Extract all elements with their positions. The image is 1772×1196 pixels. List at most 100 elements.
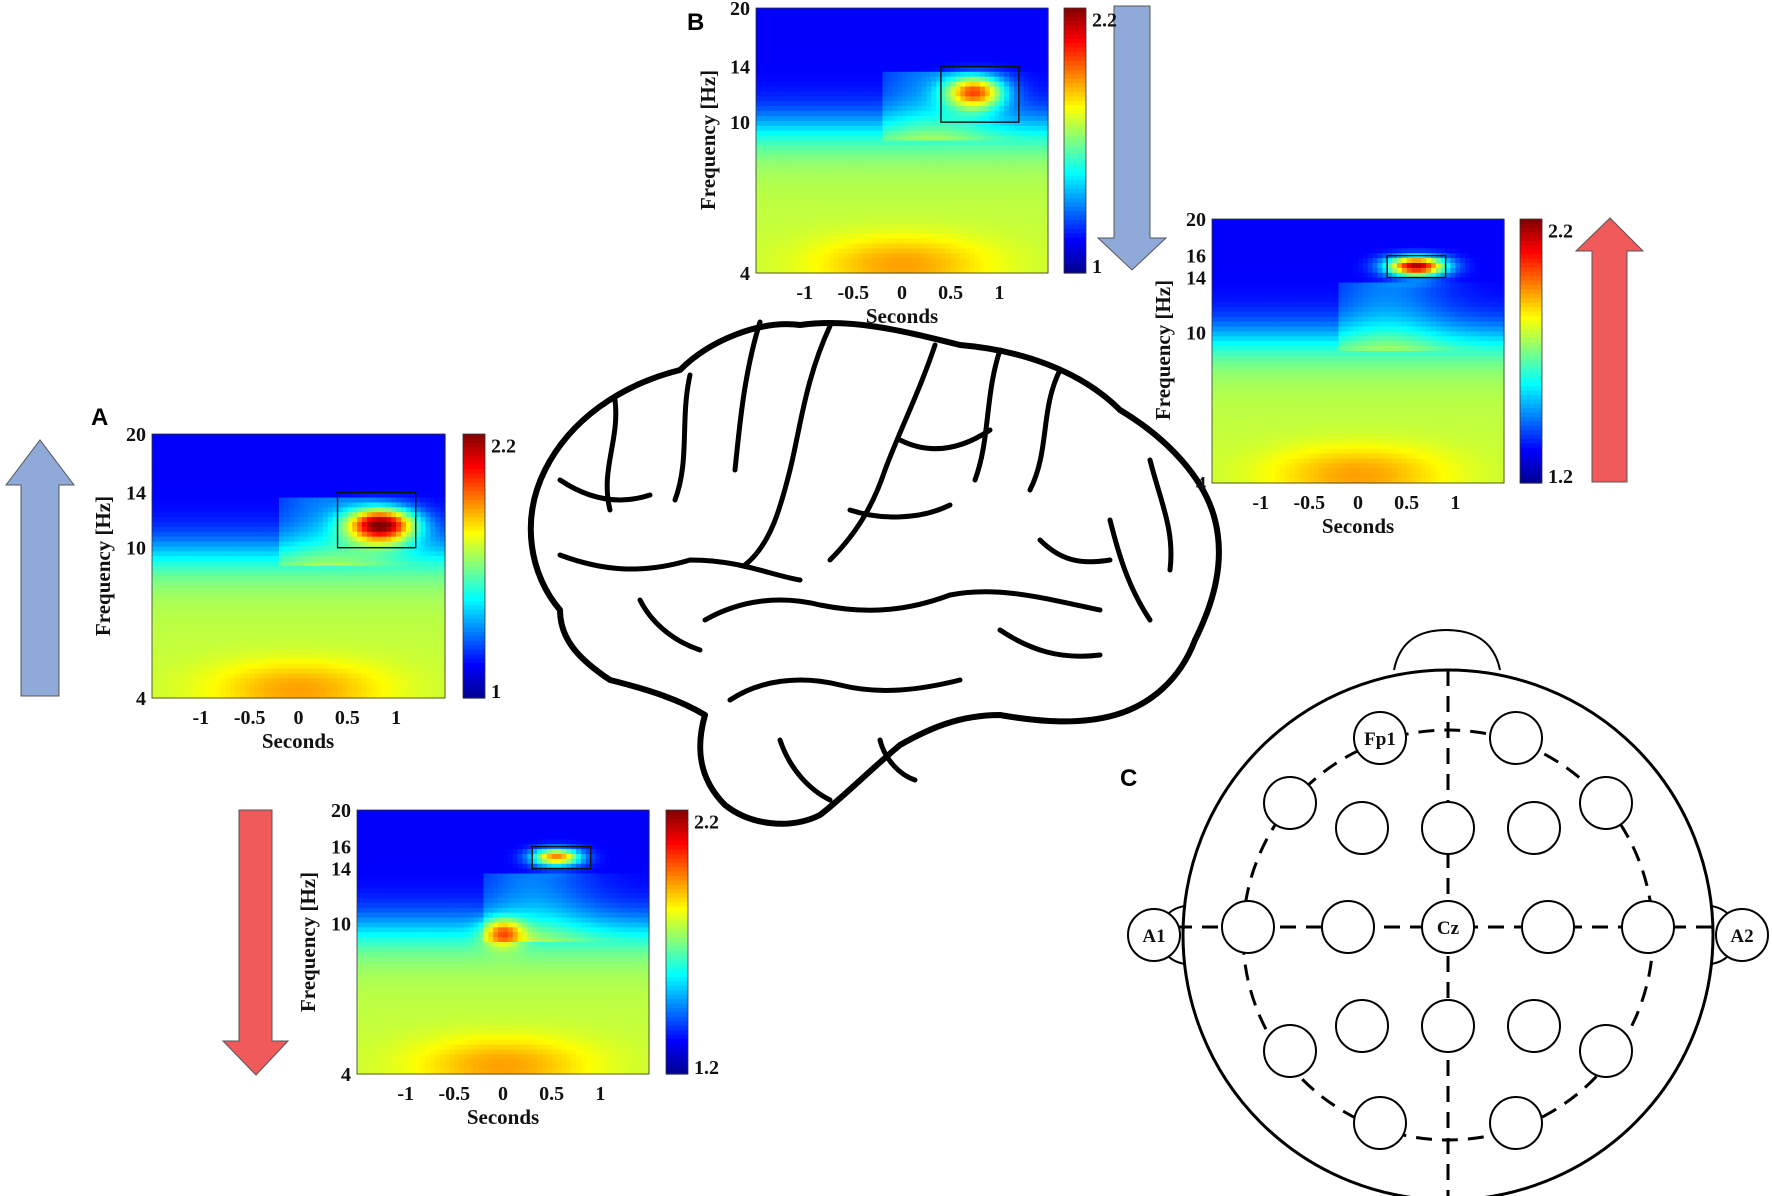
tf-cell xyxy=(269,644,275,650)
tf-cell xyxy=(274,658,280,665)
tf-cell xyxy=(274,580,280,587)
tf-cell xyxy=(882,52,888,58)
tf-cell xyxy=(945,17,952,24)
tf-cell xyxy=(171,658,178,665)
tf-cell xyxy=(244,556,251,562)
tf-cell xyxy=(906,111,913,117)
tf-cell xyxy=(366,585,373,592)
tf-cell xyxy=(809,96,815,102)
colorbar-segment xyxy=(463,504,485,510)
tf-cell xyxy=(195,644,202,650)
tf-cell xyxy=(775,61,781,68)
tf-cell xyxy=(381,654,387,660)
tf-cell xyxy=(1038,96,1044,102)
tf-cell xyxy=(361,688,368,694)
tf-cell xyxy=(195,468,202,474)
tf-cell xyxy=(298,605,304,611)
tf-cell xyxy=(945,47,952,53)
tf-cell xyxy=(278,526,285,533)
tf-cell xyxy=(200,688,207,694)
tf-cell xyxy=(975,27,981,34)
tf-cell xyxy=(833,130,840,137)
tf-cell xyxy=(254,478,261,484)
tf-cell xyxy=(814,8,820,14)
tf-cell xyxy=(770,57,777,63)
tf-cell xyxy=(239,605,246,611)
tf-cell xyxy=(332,531,339,538)
tf-cell xyxy=(191,487,197,494)
tf-cell xyxy=(225,536,231,543)
tf-cell xyxy=(887,91,893,97)
tf-cell xyxy=(975,17,981,24)
tf-cell xyxy=(274,561,280,567)
tf-cell xyxy=(308,468,314,474)
tf-cell xyxy=(366,683,373,689)
tf-cell xyxy=(410,517,417,523)
tf-cell xyxy=(843,125,850,132)
tf-cell xyxy=(775,101,781,107)
tf-cell xyxy=(171,688,178,694)
tf-cell xyxy=(264,693,270,699)
tf-cell xyxy=(405,668,412,675)
tf-cell xyxy=(274,507,280,513)
tf-cell xyxy=(205,570,212,577)
tf-cell xyxy=(931,86,937,93)
tf-cell xyxy=(405,507,412,513)
tf-cell xyxy=(371,561,378,567)
tf-cell xyxy=(303,644,309,650)
tf-cell xyxy=(200,658,207,665)
tf-cell xyxy=(410,639,417,645)
tf-cell xyxy=(313,683,319,689)
tf-cell xyxy=(357,507,363,513)
tf-cell xyxy=(809,27,815,34)
tf-cell xyxy=(220,654,226,660)
tf-cell xyxy=(994,17,1000,24)
tf-cell xyxy=(911,111,918,117)
tf-cell xyxy=(1009,66,1015,73)
tf-cell xyxy=(780,71,786,78)
tf-cell xyxy=(420,575,427,582)
tf-cell xyxy=(274,600,280,606)
tf-cell xyxy=(760,96,767,102)
tf-cell xyxy=(911,135,918,142)
tf-cell xyxy=(357,658,363,665)
tf-roi-box-A xyxy=(336,491,417,549)
tf-cell xyxy=(191,556,197,562)
tf-cell xyxy=(931,27,937,34)
tf-cell xyxy=(283,546,290,552)
tf-cell xyxy=(313,610,319,616)
tf-cell xyxy=(435,458,441,464)
tf-cell xyxy=(921,42,927,48)
tf-cell xyxy=(425,575,431,582)
tf-cell xyxy=(186,624,192,631)
tf-cell xyxy=(371,600,378,606)
tf-cell xyxy=(916,47,923,53)
tf-cell xyxy=(278,502,285,508)
tf-cell xyxy=(376,614,383,621)
tf-cell xyxy=(785,86,791,93)
tf-map-a-ylabel: Frequency [Hz] xyxy=(91,496,115,636)
tf-cell xyxy=(785,140,791,147)
tf-cell xyxy=(921,71,927,78)
tf-cell xyxy=(254,522,261,528)
tf-cell xyxy=(278,619,285,626)
tf-cell xyxy=(391,683,397,689)
tf-cell xyxy=(278,473,285,479)
tf-cell xyxy=(283,517,290,523)
tf-cell xyxy=(342,482,348,489)
tf-cell xyxy=(396,482,402,489)
tf-cell xyxy=(361,570,368,577)
tf-cell xyxy=(775,47,781,53)
tf-cell xyxy=(210,566,217,572)
tf-cell xyxy=(303,610,309,616)
colorbar-segment xyxy=(463,517,485,523)
tf-cell xyxy=(877,52,884,58)
tf-cell xyxy=(293,478,300,484)
tf-cell xyxy=(171,619,178,626)
tf-cell xyxy=(269,658,275,665)
tf-cell xyxy=(298,614,304,621)
tf-cell xyxy=(264,663,270,670)
tf-cell xyxy=(254,688,261,694)
tf-cell xyxy=(401,649,407,655)
colorbar-segment xyxy=(463,482,485,488)
